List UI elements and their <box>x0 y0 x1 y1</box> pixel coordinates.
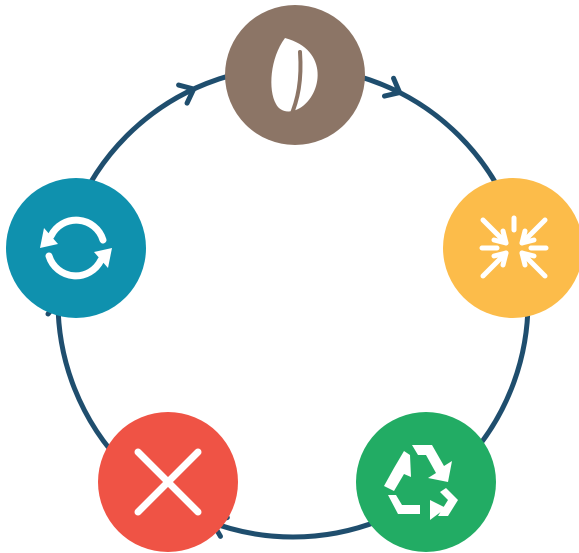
leaf-icon <box>271 38 318 120</box>
close-x-icon <box>134 448 202 516</box>
recycle-node-circle <box>356 412 496 552</box>
reuse-node-circle <box>6 178 146 318</box>
direction-chevron <box>176 82 197 106</box>
refresh-cycle-icon <box>45 216 107 280</box>
direction-chevron <box>381 75 403 99</box>
node-reject <box>98 412 238 552</box>
compress-node-circle <box>443 178 579 318</box>
recycle-icon <box>384 445 458 520</box>
node-compress <box>443 178 579 318</box>
compress-arrows-icon <box>479 215 549 279</box>
node-leaf <box>225 5 365 145</box>
node-recycle <box>356 412 496 552</box>
node-reuse <box>6 178 146 318</box>
refresh-arrowheads <box>40 228 112 268</box>
